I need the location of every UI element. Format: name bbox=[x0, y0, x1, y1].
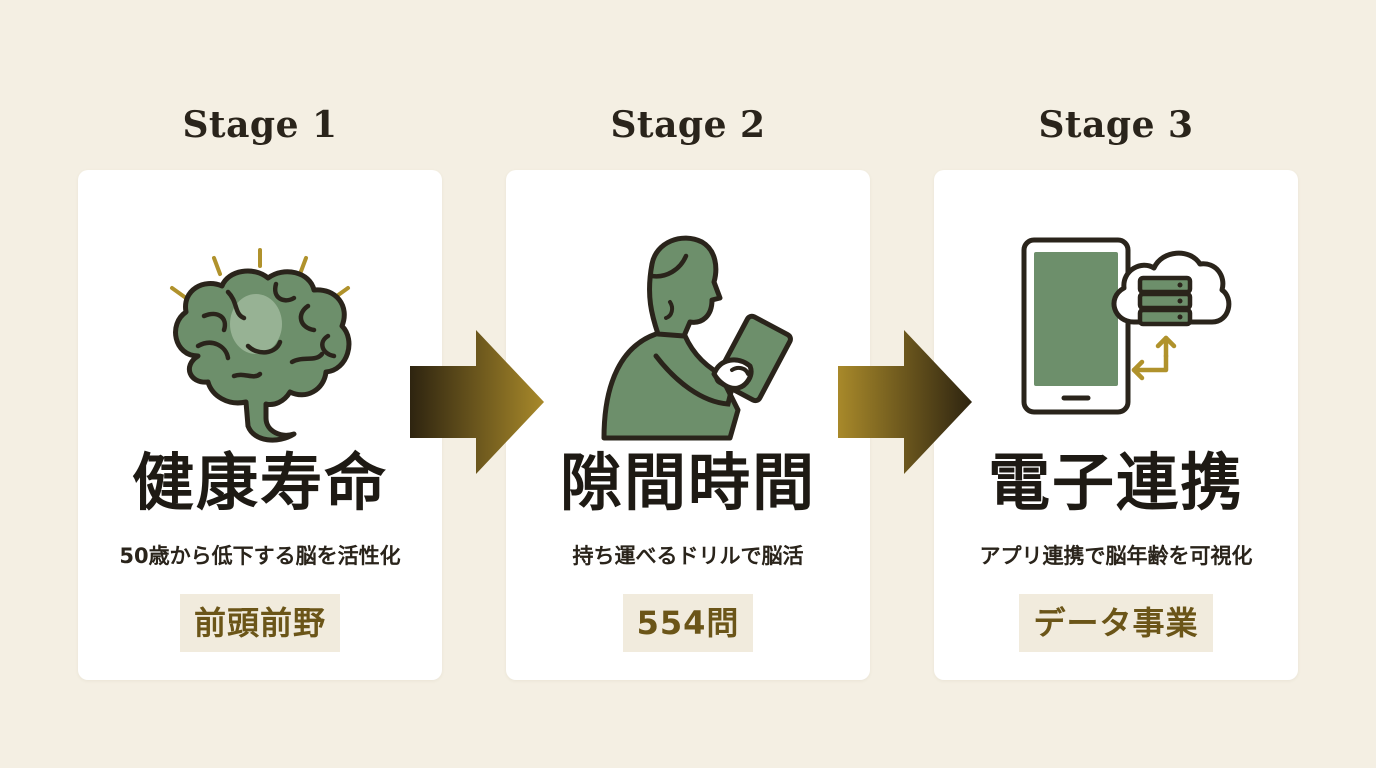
stage-1-subtitle: 50歳から低下する脳を活性化 bbox=[119, 544, 401, 568]
flow-arrow-1 bbox=[410, 330, 544, 474]
stage-1-badge-wrap: 前頭前野 bbox=[78, 594, 442, 652]
stage-2-badge-wrap: 554問 bbox=[506, 594, 870, 652]
stage-3-subtitle: アプリ連携で脳年齢を可視化 bbox=[979, 544, 1253, 568]
stage-2-subtitle: 持ち運べるドリルで脳活 bbox=[572, 544, 804, 568]
stage-3-badge: データ事業 bbox=[1019, 594, 1213, 652]
flow-arrow-2 bbox=[838, 330, 972, 474]
brain-icon bbox=[170, 248, 352, 443]
stage-2-card: 隙間時間 持ち運べるドリルで脳活 554問 bbox=[506, 170, 870, 680]
stage-2-heading: 隙間時間 bbox=[559, 446, 816, 519]
phone-cloud-server-icon bbox=[1021, 237, 1232, 415]
stage-3-badge-wrap: データ事業 bbox=[934, 594, 1298, 652]
stage-1-title: Stage 1 bbox=[182, 104, 338, 146]
stage-2-title: Stage 2 bbox=[610, 104, 766, 146]
stage-2-badge: 554問 bbox=[622, 594, 754, 652]
stage-3-heading: 電子連携 bbox=[987, 446, 1244, 519]
stage-3-title: Stage 3 bbox=[1038, 104, 1194, 146]
stage-1-badge: 前頭前野 bbox=[179, 594, 340, 652]
stage-1-card: 健康寿命 50歳から低下する脳を活性化 前頭前野 bbox=[78, 170, 442, 680]
stage-1-heading: 健康寿命 bbox=[131, 446, 388, 519]
person-tablet-icon bbox=[601, 235, 793, 441]
stage-3-card: 電子連携 アプリ連携で脳年齢を可視化 データ事業 bbox=[934, 170, 1298, 680]
